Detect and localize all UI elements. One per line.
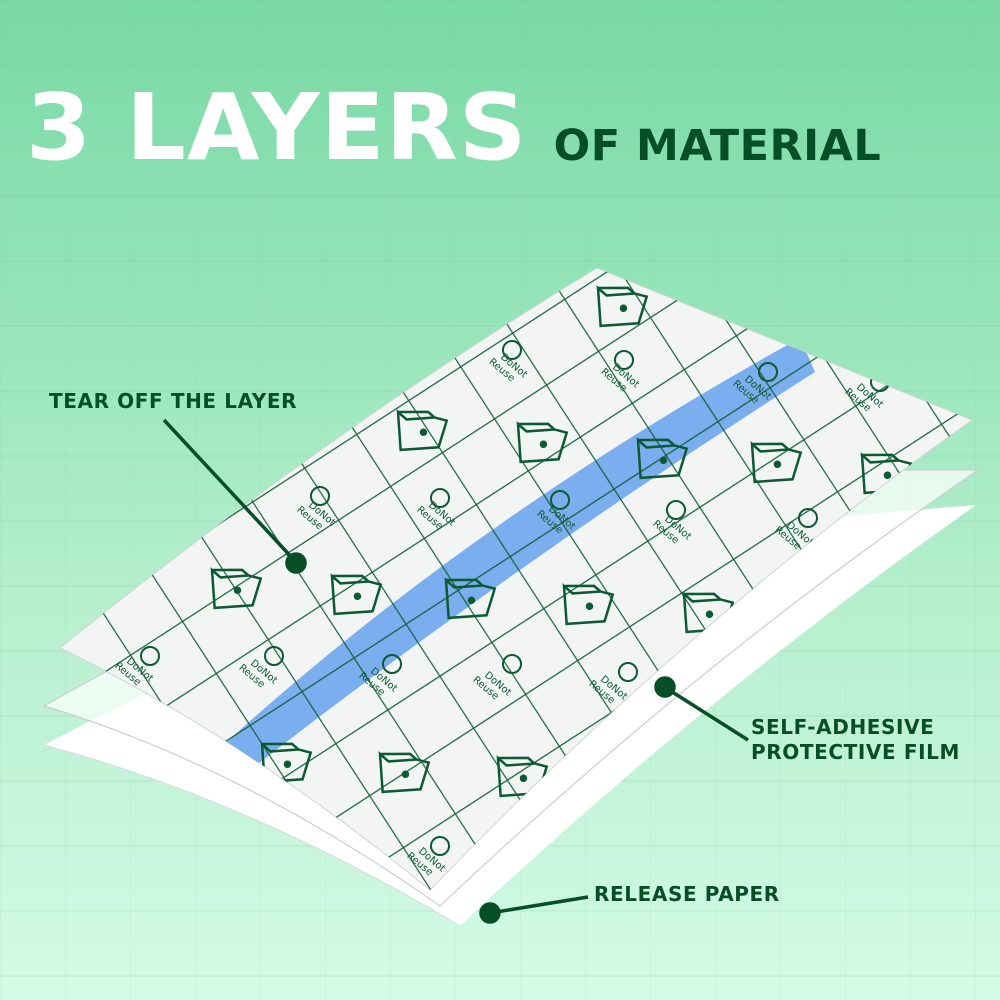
- callout-release-paper: RELEASE PAPER: [594, 882, 780, 906]
- callout-film-line1: SELF-ADHESIVE: [751, 715, 935, 739]
- callout-tear-off: TEAR OFF THE LAYER: [49, 389, 298, 413]
- release-leader-line: [489, 895, 589, 915]
- release-pointer-dot: [479, 902, 501, 924]
- tear-off-leader-line: [162, 418, 298, 564]
- film-leader-line: [665, 686, 749, 742]
- tear-off-pointer-dot: [285, 552, 307, 574]
- callout-protective-film: SELF-ADHESIVE PROTECTIVE FILM: [751, 715, 960, 765]
- page-title: 3 LAYERS OF MATERIAL: [26, 82, 881, 174]
- headline-main: 3 LAYERS: [26, 74, 528, 181]
- film-pointer-dot: [654, 676, 676, 698]
- folder-tear-icon: [210, 285, 913, 798]
- callout-film-line2: PROTECTIVE FILM: [751, 740, 960, 764]
- headline-sub: OF MATERIAL: [553, 121, 882, 171]
